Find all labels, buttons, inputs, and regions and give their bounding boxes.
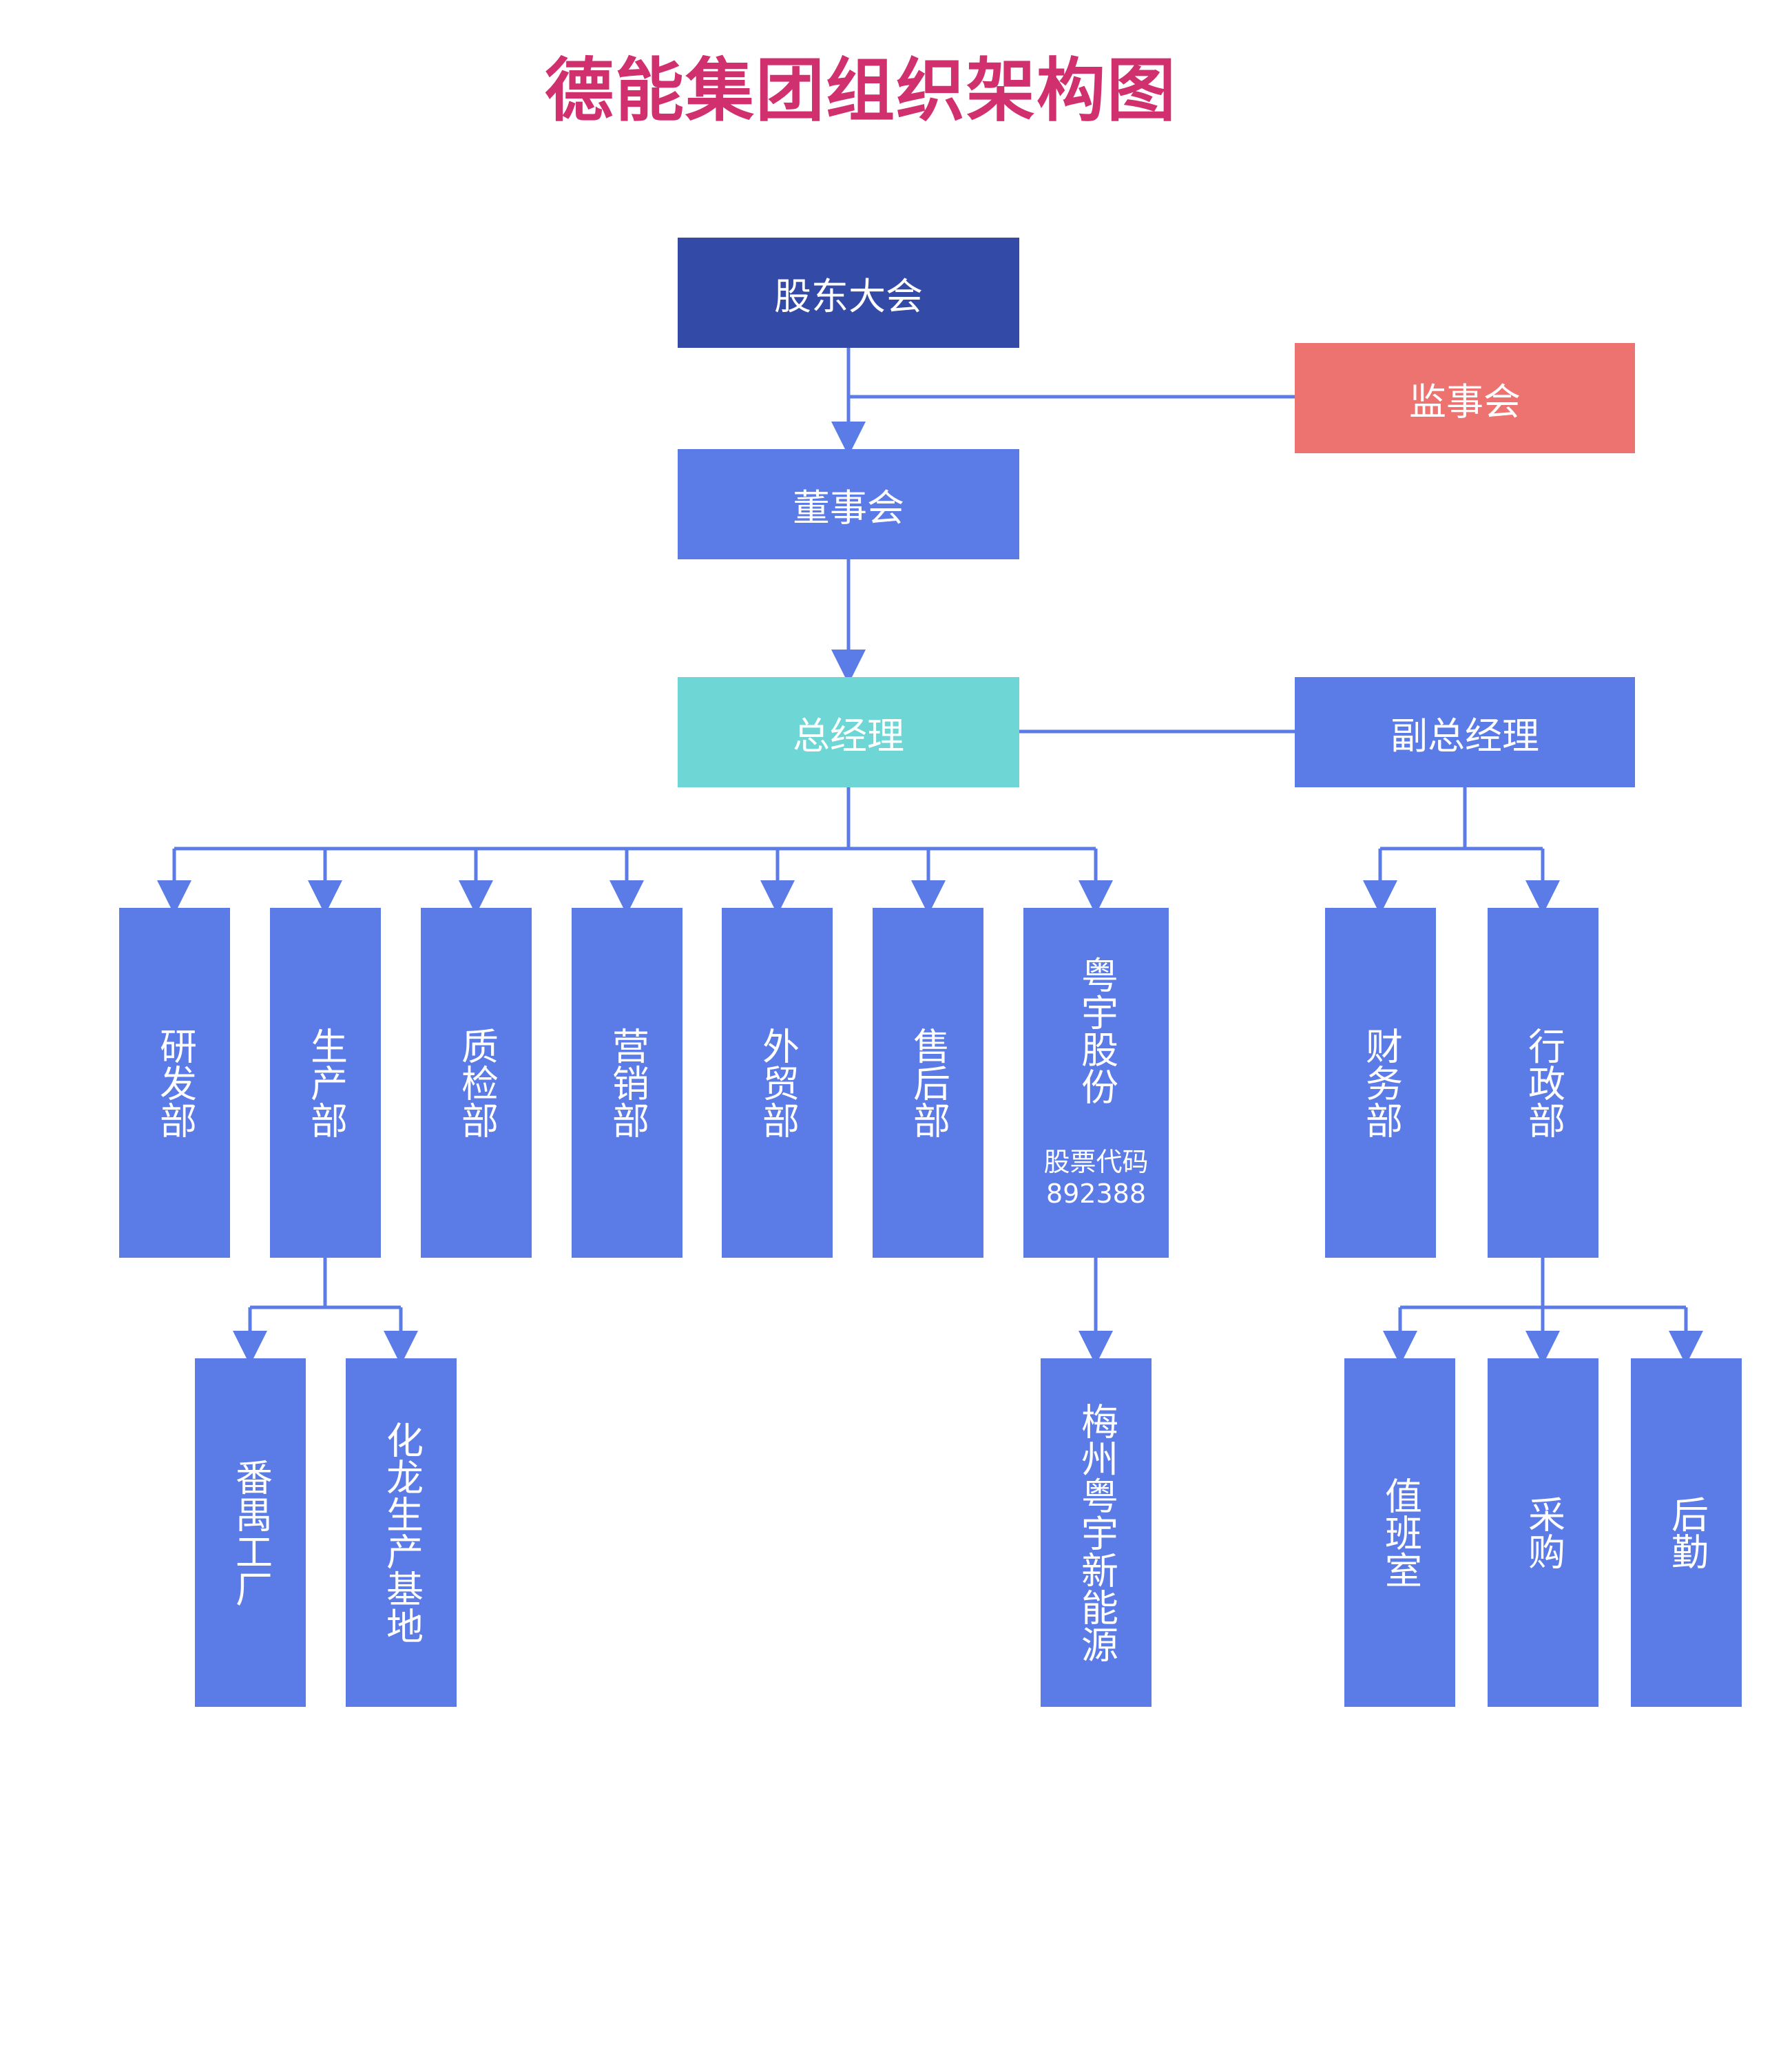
node-meizhou-label: 梅州粤宇新能源 bbox=[1074, 1402, 1118, 1663]
line-production-bus bbox=[250, 1258, 401, 1309]
node-rd: 研发部 bbox=[119, 908, 230, 1258]
node-purchase-label: 采购 bbox=[1521, 1495, 1565, 1570]
node-gm-label: 总经理 bbox=[793, 714, 904, 758]
node-marketing: 营销部 bbox=[572, 908, 683, 1258]
node-aftersales: 售后部 bbox=[873, 908, 983, 1258]
node-duty: 值班室 bbox=[1344, 1358, 1455, 1707]
node-yueyu-label: 粤宇股份 bbox=[1074, 956, 1118, 1105]
node-shareholders-label: 股东大会 bbox=[774, 274, 923, 318]
node-logistics-label: 后勤 bbox=[1665, 1495, 1709, 1570]
stock-label: 股票代码 bbox=[1043, 1147, 1149, 1177]
node-duty-label: 值班室 bbox=[1378, 1477, 1422, 1588]
node-gm: 总经理 bbox=[678, 677, 1019, 787]
node-marketing-label: 营销部 bbox=[605, 1027, 649, 1139]
node-panyu: 番禺工厂 bbox=[195, 1358, 306, 1707]
node-meizhou: 梅州粤宇新能源 bbox=[1041, 1358, 1152, 1707]
node-board-label: 董事会 bbox=[793, 486, 904, 530]
node-rd-label: 研发部 bbox=[153, 1027, 197, 1139]
node-logistics: 后勤 bbox=[1631, 1358, 1742, 1707]
node-board: 董事会 bbox=[678, 449, 1019, 559]
node-deputy-gm: 副总经理 bbox=[1295, 677, 1635, 787]
node-hualong-label: 化龙生产基地 bbox=[379, 1421, 424, 1644]
node-supervisors: 监事会 bbox=[1295, 343, 1635, 453]
line-admin-bus bbox=[1400, 1258, 1686, 1309]
node-panyu-label: 番禺工厂 bbox=[229, 1458, 273, 1607]
node-supervisors-label: 监事会 bbox=[1409, 380, 1521, 424]
node-finance-label: 财务部 bbox=[1359, 1027, 1403, 1139]
node-purchase: 采购 bbox=[1488, 1358, 1598, 1707]
stock-code: 892388 bbox=[1045, 1179, 1147, 1209]
node-deputy-gm-label: 副总经理 bbox=[1390, 714, 1539, 758]
node-admin: 行政部 bbox=[1488, 908, 1598, 1258]
node-finance: 财务部 bbox=[1325, 908, 1436, 1258]
node-admin-label: 行政部 bbox=[1521, 1027, 1565, 1139]
stock-info: 股票代码 892388 bbox=[1043, 1146, 1148, 1210]
line-deputy-bus bbox=[1380, 787, 1543, 851]
node-shareholders: 股东大会 bbox=[678, 238, 1019, 348]
node-hualong: 化龙生产基地 bbox=[346, 1358, 457, 1707]
node-aftersales-label: 售后部 bbox=[906, 1027, 950, 1139]
node-qc: 质检部 bbox=[421, 908, 532, 1258]
page-title: 德能集团组织架构图 bbox=[545, 50, 1177, 131]
node-trade: 外贸部 bbox=[722, 908, 833, 1258]
node-production: 生产部 bbox=[270, 908, 381, 1258]
node-qc-label: 质检部 bbox=[455, 1027, 499, 1139]
node-yueyu: 粤宇股份 股票代码 892388 bbox=[1023, 908, 1169, 1258]
node-trade-label: 外贸部 bbox=[756, 1027, 800, 1139]
node-production-label: 生产部 bbox=[304, 1027, 348, 1139]
